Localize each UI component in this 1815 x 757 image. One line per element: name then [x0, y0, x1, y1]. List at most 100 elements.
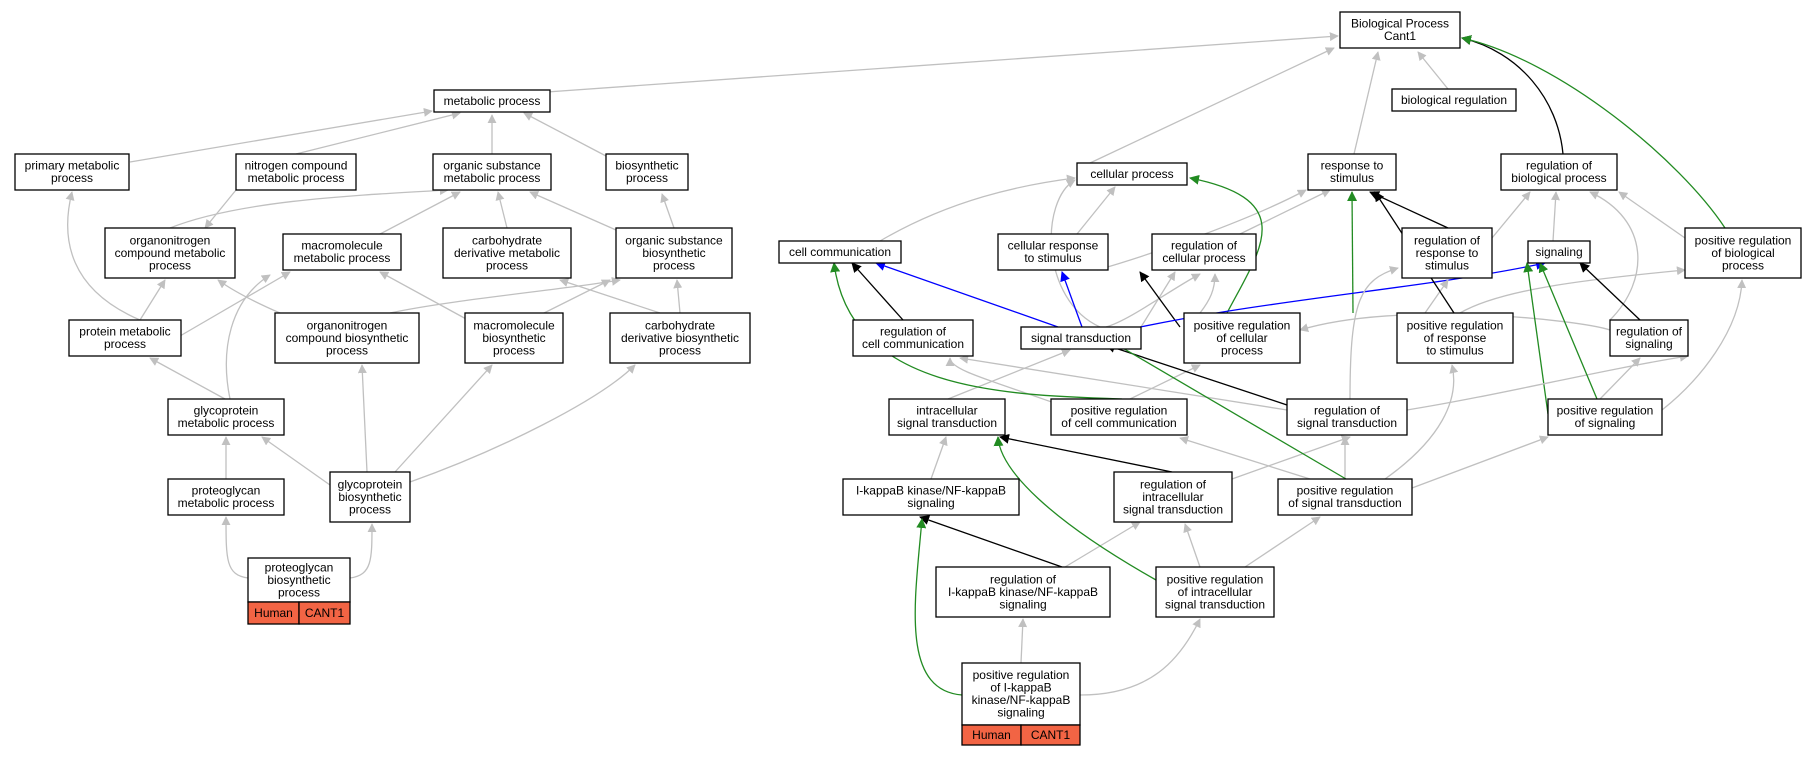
- go-term-box: [1183, 312, 1301, 364]
- go-term-label-line: Biological Process: [1351, 17, 1449, 31]
- edge-gray: [1417, 51, 1449, 90]
- annotation-tag-cell: [1020, 724, 1081, 746]
- edge-black: [999, 433, 1173, 473]
- edge-gray: [1076, 186, 1116, 235]
- go-term-label-line: I-kappaB kinase/NF-kappaB: [856, 484, 1006, 498]
- edge-gray: [295, 110, 461, 155]
- edge-gray: [559, 278, 661, 314]
- go-term-box: [432, 153, 552, 191]
- go-term-label-line: regulation of: [1526, 159, 1593, 173]
- edge-gray: [1491, 191, 1531, 239]
- go-term-node-metabolic[interactable]: metabolic process: [433, 89, 551, 113]
- edge-gray: [357, 364, 368, 473]
- go-term-box: [842, 478, 1020, 516]
- go-term-box: [1307, 153, 1397, 191]
- go-term-label-line: cellular process: [1090, 167, 1173, 181]
- edge-gray: [1183, 523, 1201, 568]
- go-term-label-line: regulation of: [1171, 239, 1238, 253]
- go-term-label-line: carbohydrate: [472, 233, 542, 247]
- edge-gray: [409, 364, 636, 483]
- go-term-box: [778, 240, 902, 264]
- go-term-label-line: metabolic process: [294, 251, 391, 265]
- annotation-tag-label: Human: [972, 728, 1011, 742]
- edge-gray: [139, 279, 166, 321]
- go-term-label-line: nitrogen compound: [245, 159, 348, 173]
- go-term-node-bioreg[interactable]: biological regulation: [1391, 88, 1517, 112]
- go-term-box: [1396, 312, 1514, 364]
- go-term-label-line: of biological: [1711, 246, 1774, 260]
- go-term-label-line: intracellular: [916, 404, 977, 418]
- edge-black: [1461, 35, 1564, 155]
- go-term-label-line: of signal transduction: [1288, 496, 1401, 510]
- go-term-box: [935, 566, 1111, 618]
- edge-gray: [930, 436, 948, 480]
- go-term-label-line: biosynthetic: [482, 331, 545, 345]
- edge-green: [1189, 174, 1263, 314]
- go-term-box: [329, 471, 411, 523]
- go-term-label-line: positive regulation: [1557, 404, 1654, 418]
- go-term-label-line: biosynthetic: [338, 490, 401, 504]
- go-term-box: [14, 153, 130, 191]
- edge-gray: [1179, 436, 1311, 480]
- go-term-label-line: process: [1221, 343, 1263, 357]
- go-term-node-regikk[interactable]: regulation ofI-kappaB kinase/NF-kappaBsi…: [935, 566, 1111, 618]
- edge-gray: [1661, 279, 1747, 411]
- edge-black: [1139, 271, 1181, 328]
- edge-gray: [169, 185, 449, 229]
- go-term-box: [282, 233, 402, 271]
- edge-gray: [1618, 191, 1686, 239]
- go-term-node-cellular[interactable]: cellular process: [1076, 162, 1188, 186]
- go-term-node-sigtrans[interactable]: signal transduction: [1020, 326, 1142, 350]
- go-term-label-line: kinase/NF-kappaB: [972, 693, 1071, 707]
- go-term-label-line: regulation of: [1314, 404, 1381, 418]
- edge-gray: [1551, 191, 1560, 242]
- go-term-label-line: signaling: [997, 706, 1044, 720]
- go-term-label-line: positive regulation: [1071, 404, 1168, 418]
- go-term-label-line: macromolecule: [301, 239, 383, 253]
- go-term-label-line: proteoglycan: [192, 484, 261, 498]
- edge-gray: [379, 191, 461, 235]
- go-term-box: [609, 312, 751, 364]
- go-term-node-signaling[interactable]: signaling: [1527, 240, 1591, 264]
- go-term-node-cellcomm[interactable]: cell communication: [778, 240, 902, 264]
- go-term-label-line: stimulus: [1425, 258, 1469, 272]
- go-term-box: [1155, 566, 1275, 618]
- go-term-box: [615, 227, 733, 279]
